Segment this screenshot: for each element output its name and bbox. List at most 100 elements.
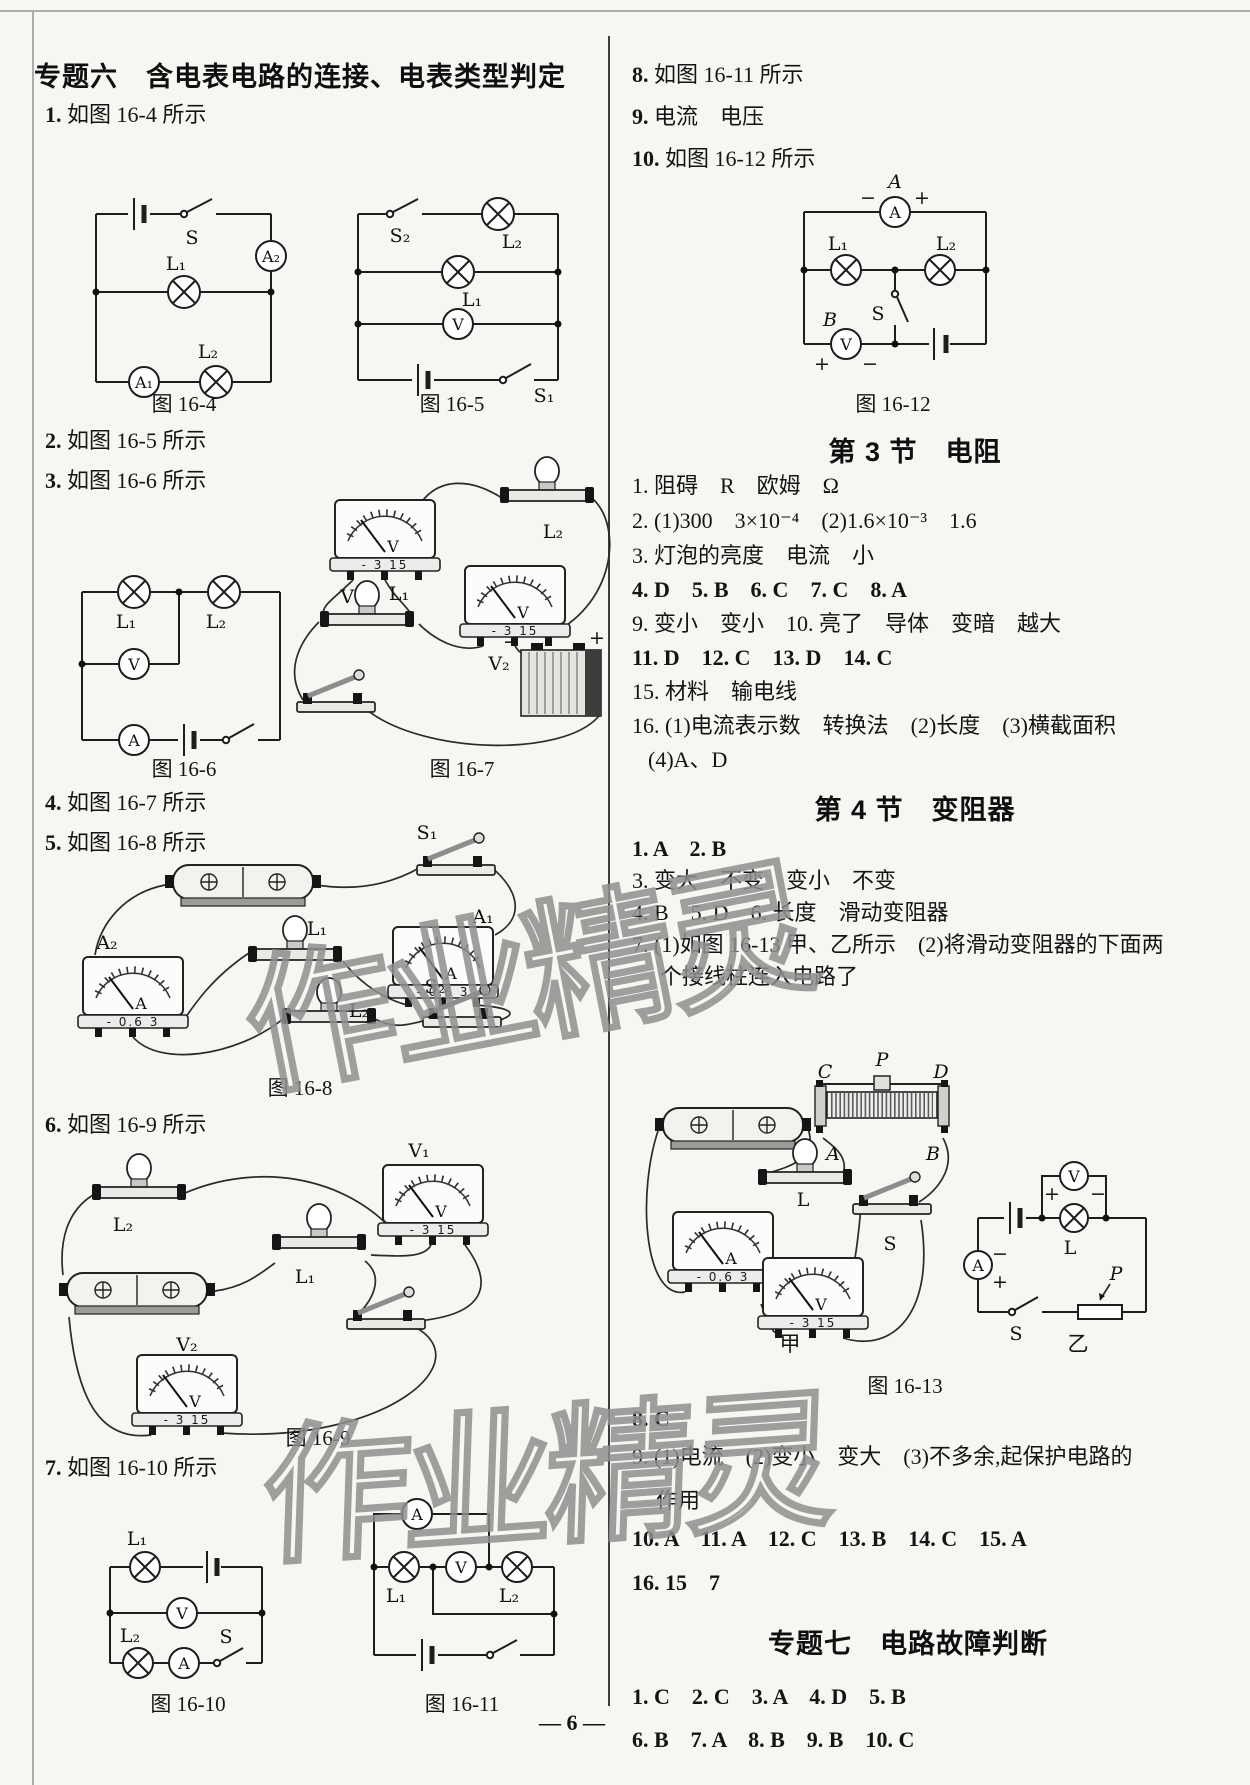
svg-text:A: A <box>177 1654 190 1673</box>
voltmeter: V - 3 15 <box>757 1257 869 1338</box>
figure-16-7: V - 3 15 V₁ L₂ V - 3 15 V₂ L₁ <box>293 456 611 747</box>
answer-item: 6. 如图 16-9 所示 <box>45 1112 207 1137</box>
figure-caption: 图 16-5 <box>419 392 485 416</box>
answer-line: 10. A 11. A 12. C 13. B 14. C 15. A <box>632 1526 1027 1551</box>
figure-caption: 图 16-11 <box>424 1692 500 1716</box>
meterB-name-label: B <box>822 309 837 331</box>
topic6-title: 专题六 含电表电路的连接、电表类型判定 <box>34 62 566 92</box>
svg-text:+: + <box>992 1271 1008 1293</box>
ammeter-a2: A - 0.6 3 <box>77 956 189 1037</box>
svg-text:+: + <box>814 353 830 375</box>
svg-text:V: V <box>175 1604 188 1623</box>
answer-item: 9. 电流 电压 <box>632 104 765 129</box>
svg-text:L₁: L₁ <box>116 611 136 633</box>
answer-item: 5. 如图 16-8 所示 <box>45 830 207 855</box>
svg-text:V: V <box>127 655 140 674</box>
answer-item: 1. 如图 16-4 所示 <box>45 102 207 127</box>
svg-text:A: A <box>444 964 457 983</box>
svg-text:V: V <box>451 315 464 334</box>
section3-title: 第 3 节 电阻 <box>828 437 1002 467</box>
figure-16-4: S A₂ L₁ A₁ L₂ <box>92 198 287 399</box>
svg-text:L₁: L₁ <box>307 918 327 940</box>
svg-text:L₂: L₂ <box>349 1000 369 1022</box>
svg-text:P: P <box>1109 1263 1124 1285</box>
figure-16-13-jia: C P D A B L S A - 0.6 3 V <box>645 1049 950 1343</box>
svg-text:L₁: L₁ <box>295 1266 315 1288</box>
answer-line: 作用 <box>656 1488 701 1513</box>
answer-line: 1. 阻碍 R 欧姆 Ω <box>632 473 840 498</box>
answer-line: 个接线柱连入电路了 <box>660 964 859 989</box>
svg-text:A: A <box>127 731 140 750</box>
answer-line: 1. C 2. C 3. A 4. D 5. B <box>632 1684 906 1709</box>
svg-text:L₂: L₂ <box>120 1625 140 1647</box>
answer-line: 8. C <box>632 1406 670 1431</box>
section4-title: 第 4 节 变阻器 <box>814 795 1016 825</box>
svg-text:S₂: S₂ <box>390 225 411 247</box>
svg-text:V: V <box>516 603 529 622</box>
svg-text:- 0.6 3: - 0.6 3 <box>107 1015 160 1029</box>
svg-text:A₁: A₁ <box>471 906 493 928</box>
lamp-l <box>758 1138 852 1185</box>
voltmeter-v1: V - 3 15 <box>329 499 441 580</box>
svg-text:A: A <box>410 1505 423 1524</box>
svg-text:S: S <box>871 303 884 325</box>
figure-caption: 图 16-7 <box>429 757 495 781</box>
svg-text:V₂: V₂ <box>175 1334 197 1356</box>
svg-text:+: + <box>1044 1183 1060 1205</box>
figure-16-8: S₁ A - 0.6 3 A₂ L₁ A - 0.6 3 A₁ <box>77 822 516 1056</box>
figure-caption: 图 16-12 <box>855 392 931 416</box>
lamp-l1 <box>248 915 342 962</box>
svg-text:−: − <box>860 187 876 209</box>
figure-16-13-yi: V +− L A −+ S P <box>963 1161 1147 1345</box>
answer-item: 3. 如图 16-6 所示 <box>45 468 207 493</box>
figure-16-10: L₁ V L₂ A S <box>106 1528 266 1679</box>
meterA-name-label: A <box>886 171 902 193</box>
voltmeter-v1: V - 3 15 <box>377 1164 489 1245</box>
answer-line: 6. B 7. A 8. B 9. B 10. C <box>632 1727 915 1752</box>
answer-line: 2. (1)300 3×10⁻⁴ (2)1.6×10⁻³ 1.6 <box>632 508 977 533</box>
svg-text:- 3 15: - 3 15 <box>410 1223 457 1237</box>
svg-text:V: V <box>814 1295 827 1314</box>
svg-text:A: A <box>134 994 147 1013</box>
answer-line: 3. 变大 不变 变小 不变 <box>632 868 897 893</box>
svg-text:S: S <box>219 1626 232 1648</box>
svg-text:L₂: L₂ <box>206 611 226 633</box>
amme­ter: A - 0.6 3 <box>667 1211 779 1292</box>
switch-s2 <box>422 984 502 1028</box>
figure-16-5: S₂ L₂ L₁ V S₁ <box>354 197 562 407</box>
column-divider <box>608 36 610 1706</box>
lamp-l1 <box>320 580 414 627</box>
svg-text:C: C <box>818 1061 833 1083</box>
figure-16-12: A −+ A L₁ L₂ S B V +− <box>800 171 990 375</box>
page-top-edge <box>0 10 1250 12</box>
lamp-l2 <box>282 977 376 1024</box>
svg-text:- 0.6 3: - 0.6 3 <box>417 985 470 999</box>
switch <box>296 669 376 713</box>
svg-text:−: − <box>862 353 878 375</box>
answer-line: 3. 灯泡的亮度 电流 小 <box>632 543 875 568</box>
answer-item: 7. 如图 16-10 所示 <box>45 1455 218 1480</box>
svg-text:V₂: V₂ <box>487 653 509 675</box>
answer-line: 9. (1)电流 (2)变小 变大 (3)不多余,起保护电路的 <box>632 1444 1133 1469</box>
answer-line: 7. (1)如图 16-13 甲、乙所示 (2)将滑动变阻器的下面两 <box>632 932 1164 957</box>
svg-text:V: V <box>188 1392 201 1411</box>
answer-line: 4. D 5. B 6. C 7. C 8. A <box>632 577 908 602</box>
svg-text:- 3 15: - 3 15 <box>362 558 409 572</box>
ammeter1-label: A₁ <box>134 373 153 392</box>
lamp-l2 <box>500 456 594 503</box>
switch <box>852 1171 932 1215</box>
figure-16-9: L₂ V - 3 15 V₁ L₁ V <box>59 1140 489 1437</box>
figure-caption: 图 16-13 <box>867 1374 943 1398</box>
svg-text:−: − <box>503 631 519 653</box>
svg-text:L₁: L₁ <box>462 289 482 311</box>
figure-caption: 图 16-8 <box>267 1076 333 1100</box>
switch <box>346 1286 426 1330</box>
figure-caption: 图 16-4 <box>151 392 217 416</box>
svg-text:D: D <box>932 1061 948 1083</box>
answer-item: 4. 如图 16-7 所示 <box>45 790 207 815</box>
svg-text:B: B <box>925 1143 940 1165</box>
figure-caption: 图 16-10 <box>150 1692 226 1716</box>
battery <box>59 1272 215 1315</box>
svg-text:V: V <box>386 537 399 556</box>
svg-text:L: L <box>1064 1237 1077 1259</box>
